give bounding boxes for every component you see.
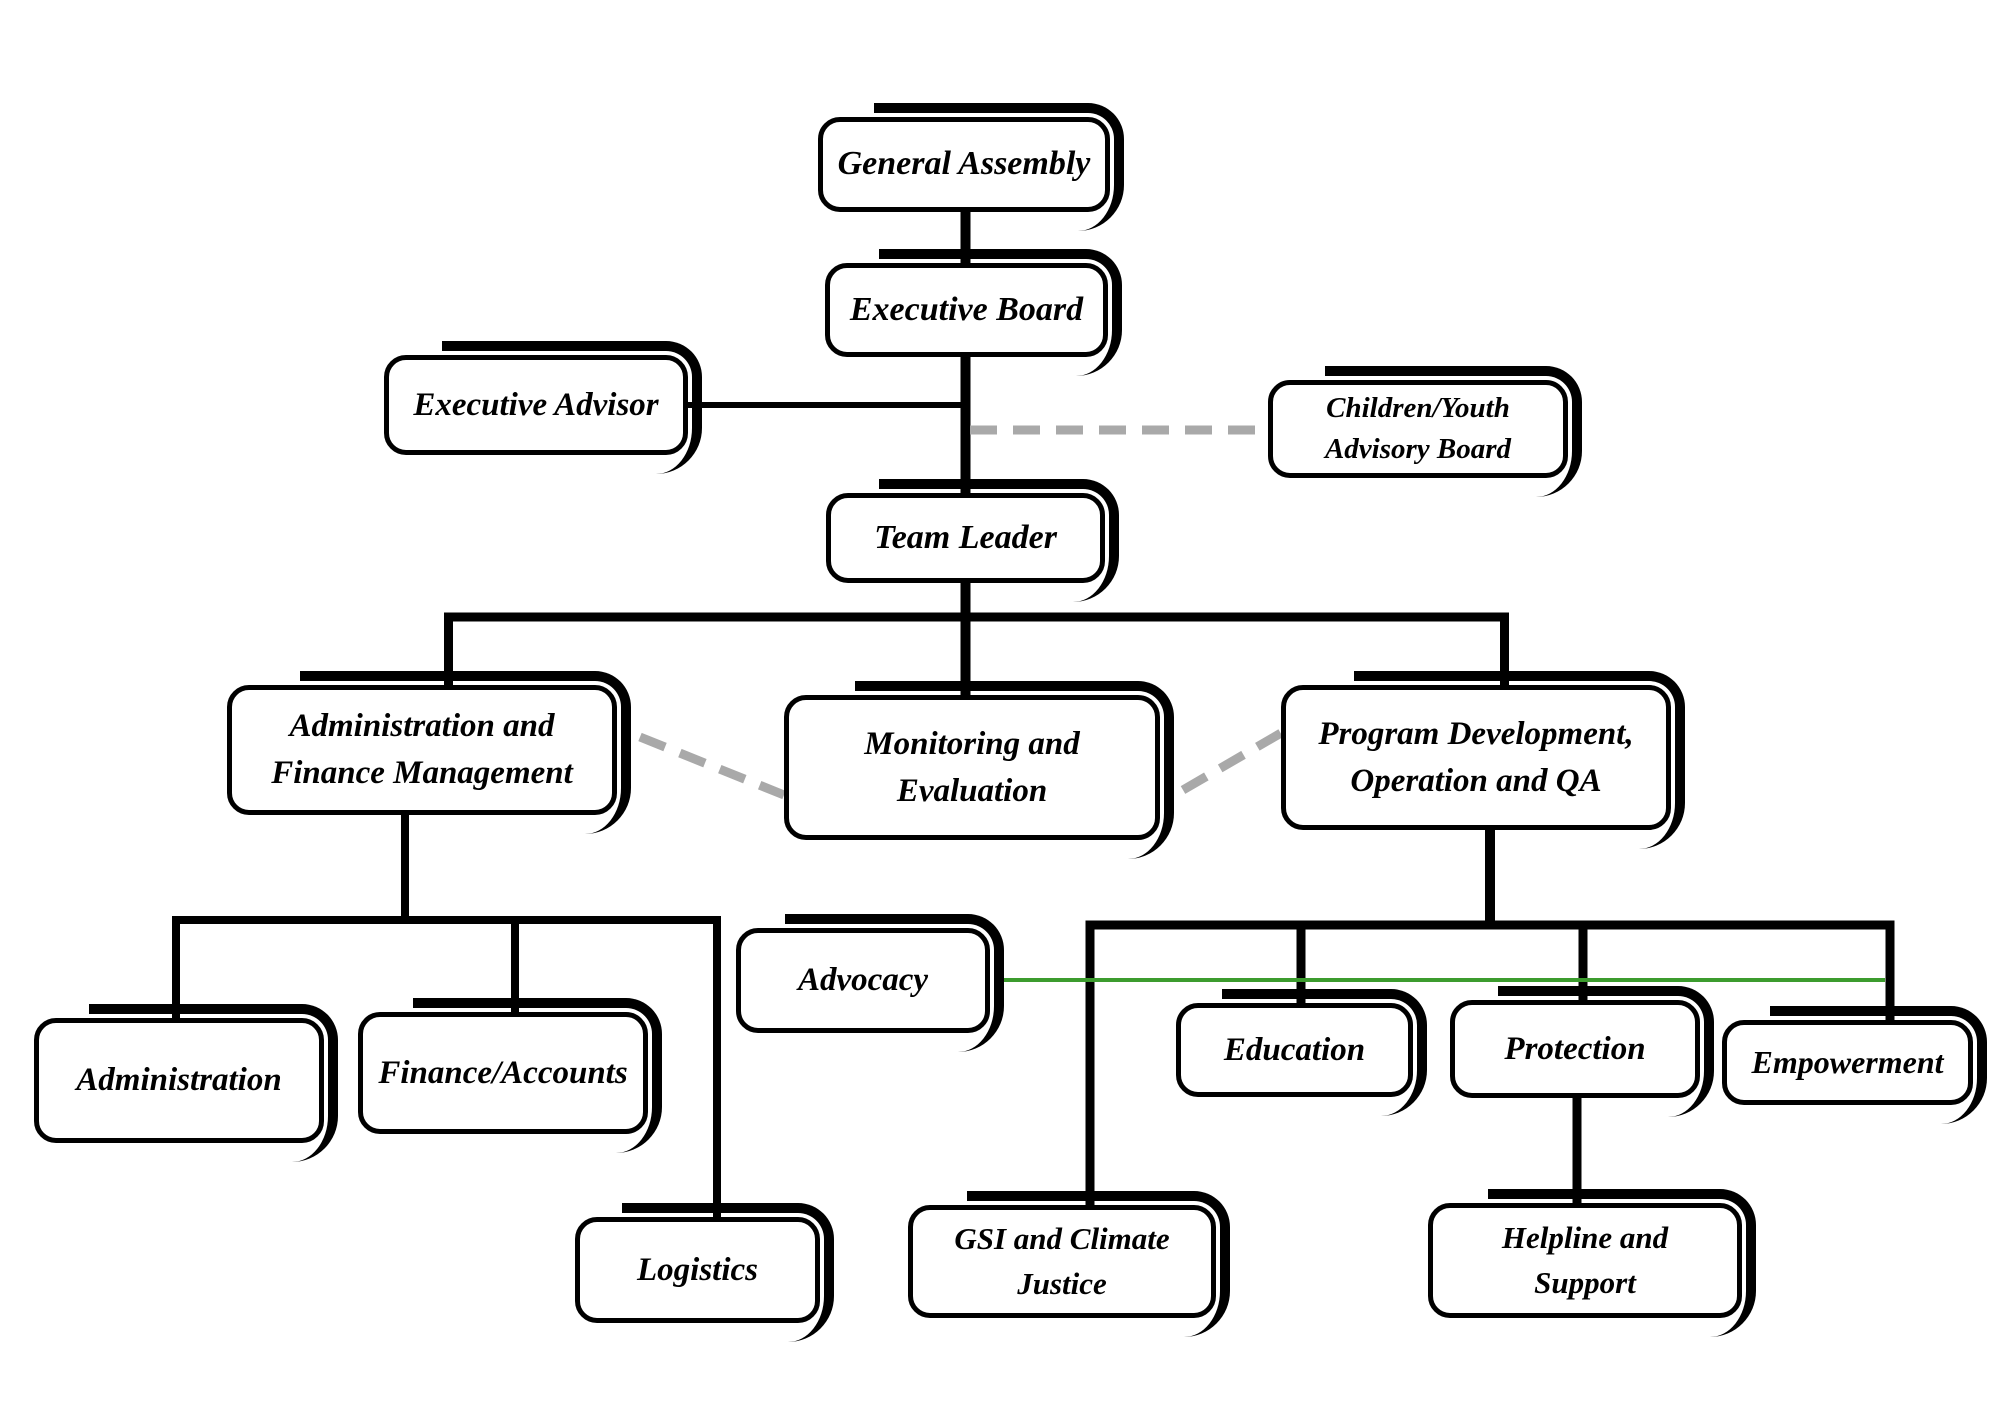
node-label: Helpline and: [1501, 1220, 1669, 1256]
node-label: Support: [1534, 1264, 1636, 1300]
node-label: Finance Management: [271, 755, 573, 791]
node-label: Administration: [76, 1062, 282, 1099]
node-children-youth-advisory-board: Children/Youth Advisory Board: [1268, 366, 1582, 497]
node-label: Advisory Board: [1324, 433, 1512, 465]
node-program-development: Program Development, Operation and QA: [1281, 671, 1685, 849]
node-finance-accounts: Finance/Accounts: [358, 998, 662, 1153]
node-logistics: Logistics: [575, 1203, 834, 1342]
node-helpline-support: Helpline and Support: [1428, 1189, 1756, 1337]
node-label: Empowerment: [1751, 1043, 1944, 1080]
dashed-connectors: [638, 425, 1284, 800]
node-education: Education: [1176, 989, 1428, 1116]
node-label: Protection: [1504, 1030, 1646, 1067]
node-label: Justice: [1017, 1265, 1107, 1301]
node-advocacy: Advocacy: [736, 914, 1005, 1052]
solid-connectors: [172, 212, 1895, 1217]
node-protection: Protection: [1450, 986, 1714, 1117]
node-label: Education: [1223, 1031, 1366, 1068]
node-label: Executive Board: [849, 290, 1084, 328]
node-executive-advisor: Executive Advisor: [384, 341, 703, 474]
node-label: Operation and QA: [1350, 762, 1602, 799]
node-label: GSI and Climate: [954, 1221, 1170, 1257]
node-label: Administration and: [289, 708, 555, 745]
node-label: Monitoring and: [864, 725, 1080, 762]
node-team-leader: Team Leader: [826, 479, 1120, 602]
node-label: Program Development,: [1318, 715, 1634, 752]
node-empowerment: Empowerment: [1722, 1006, 1987, 1124]
node-label: Finance/Accounts: [378, 1054, 628, 1091]
level2-connector-rail: [444, 612, 1509, 685]
node-label: Logistics: [637, 1251, 758, 1288]
node-label: General Assembly: [837, 145, 1091, 183]
node-label: Advocacy: [797, 962, 929, 999]
node-executive-board: Executive Board: [825, 249, 1122, 376]
node-administration: Administration: [34, 1004, 338, 1162]
node-label: Team Leader: [874, 518, 1057, 556]
node-label: Children/Youth: [1326, 391, 1510, 424]
node-administration-finance: Administration and Finance Management: [227, 671, 631, 834]
edge-adminfinance-monitoring-dashed: [638, 732, 786, 800]
node-label: Executive Advisor: [413, 386, 659, 423]
program-branch-rail: [1085, 920, 1895, 1205]
node-gsi-climate-justice: GSI and Climate Justice: [908, 1191, 1230, 1337]
node-label: Evaluation: [896, 772, 1048, 809]
node-general-assembly: General Assembly: [818, 103, 1124, 231]
edge-monitoring-programdev-dashed: [1180, 729, 1284, 794]
admin-branch-rail: [172, 916, 721, 1217]
node-monitoring-evaluation: Monitoring and Evaluation: [784, 681, 1174, 859]
